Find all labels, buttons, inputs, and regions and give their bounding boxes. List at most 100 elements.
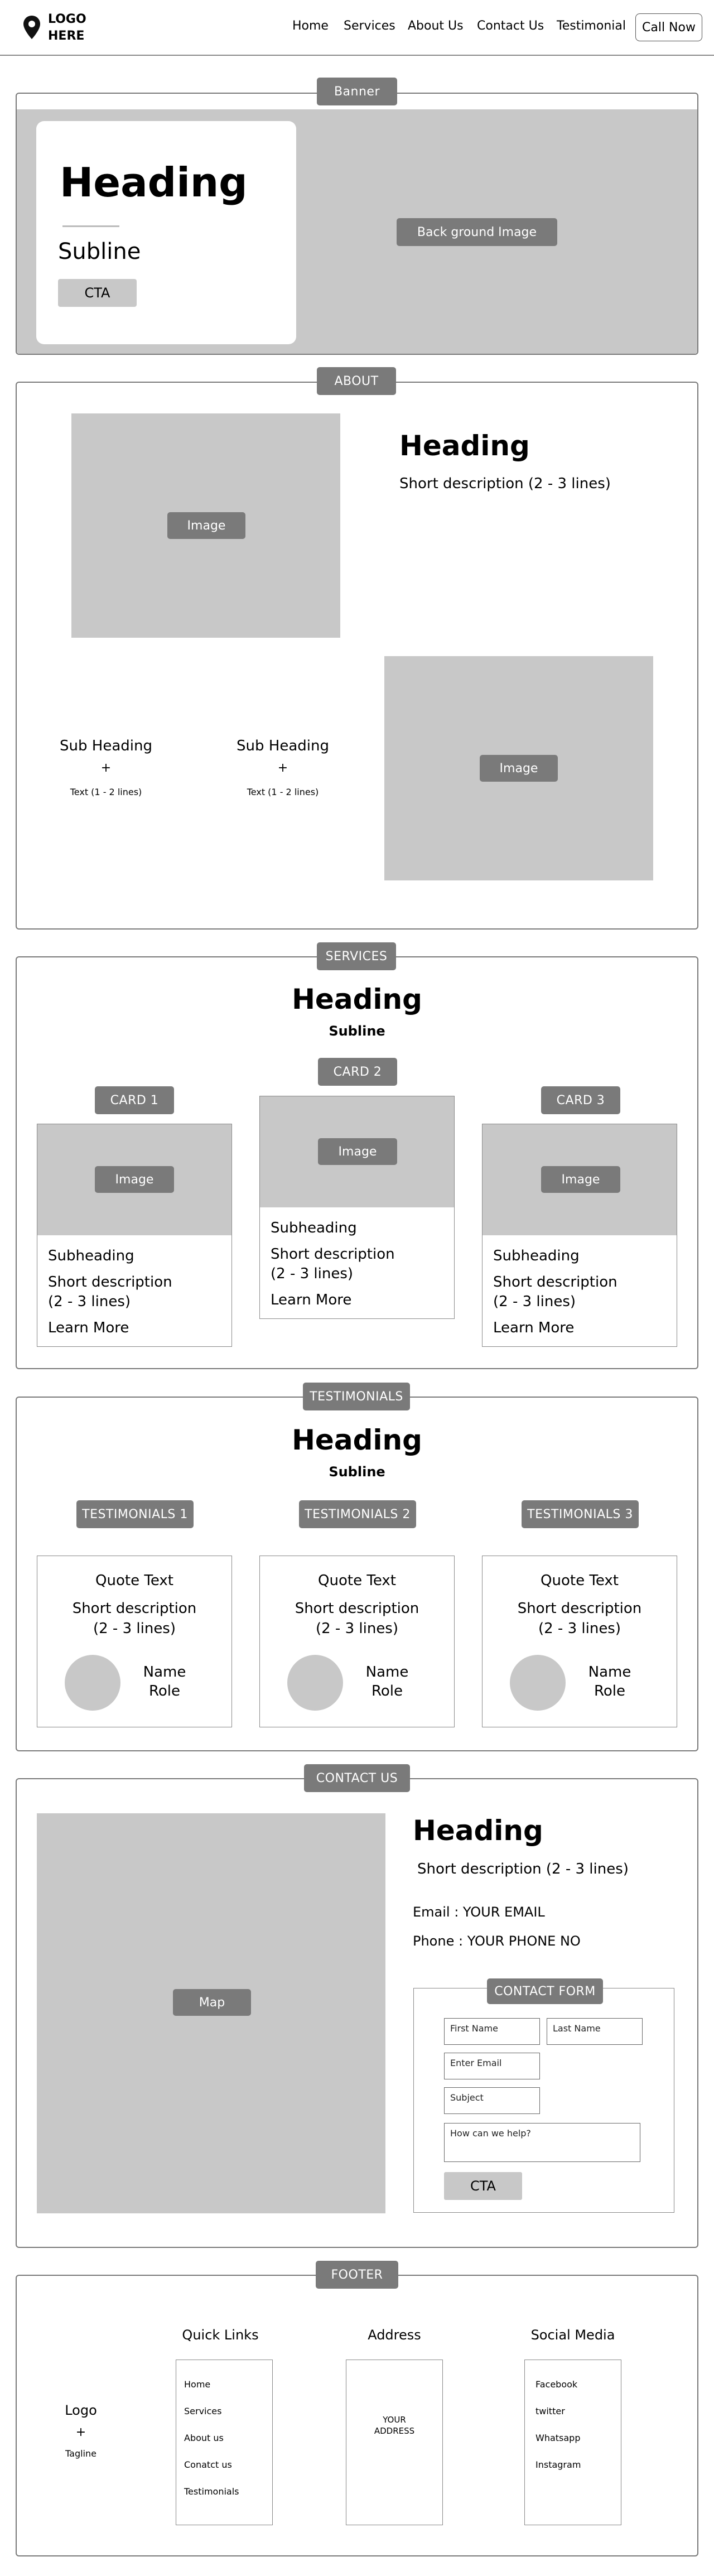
- address-title: Address: [368, 2327, 421, 2343]
- quick-links-list: [176, 2360, 273, 2525]
- service-card-3-desc-1: Short description: [493, 1274, 617, 1291]
- testimonials-subline: Subline: [329, 1464, 385, 1480]
- nav-contact-us[interactable]: Contact Us: [477, 19, 544, 33]
- testimonial-3-desc-1: Short description: [517, 1600, 642, 1617]
- contact-form-cta-button[interactable]: CTA: [444, 2172, 522, 2200]
- service-card-3-subheading: Subheading: [493, 1248, 580, 1264]
- testimonial-1-desc-2: (2 - 3 lines): [93, 1620, 176, 1637]
- testimonial-1-name: Name: [143, 1664, 186, 1681]
- contact-phone: Phone : YOUR PHONE NO: [413, 1933, 581, 1949]
- site-header: LOGO HERE Home Services About Us Contact…: [0, 0, 714, 56]
- contact-form-label: CONTACT FORM: [487, 1978, 603, 2004]
- banner-content-panel: [36, 121, 296, 344]
- footer-link-services[interactable]: Services: [184, 2406, 222, 2416]
- map-label: Map: [173, 1989, 251, 2016]
- social-link-instagram[interactable]: Instagram: [536, 2459, 581, 2470]
- footer-link-about-us[interactable]: About us: [184, 2433, 224, 2443]
- social-media-list: [524, 2360, 621, 2525]
- about-description: Short description (2 - 3 lines): [399, 475, 611, 492]
- first-name-input[interactable]: First Name: [444, 2018, 540, 2045]
- about-section-label: ABOUT: [317, 367, 396, 395]
- testimonial-3-tag: TESTIMONIALS 3: [522, 1500, 639, 1528]
- service-card-3-tag: CARD 3: [541, 1086, 620, 1114]
- footer-section-label: FOOTER: [316, 2261, 398, 2289]
- banner-cta-button[interactable]: CTA: [58, 279, 137, 307]
- call-now-button[interactable]: Call Now: [635, 13, 702, 41]
- service-card-3-image-label: Image: [541, 1166, 620, 1193]
- address-box: [346, 2360, 443, 2525]
- testimonial-2-quote: Quote Text: [318, 1572, 396, 1589]
- banner-heading: Heading: [60, 159, 248, 206]
- footer-link-home[interactable]: Home: [184, 2379, 211, 2390]
- footer-logo[interactable]: Logo: [65, 2402, 97, 2418]
- service-card-1-desc-1: Short description: [48, 1274, 172, 1291]
- about-sub-plus-2: +: [277, 761, 288, 775]
- nav-services[interactable]: Services: [344, 19, 395, 33]
- email-input[interactable]: Enter Email: [444, 2053, 540, 2079]
- banner-section-label: Banner: [317, 78, 397, 105]
- testimonials-section-label: TESTIMONIALS: [303, 1383, 410, 1410]
- service-card-2-desc-2: (2 - 3 lines): [271, 1265, 354, 1282]
- nav-about-us[interactable]: About Us: [408, 19, 464, 33]
- service-card-2-tag: CARD 2: [318, 1058, 397, 1086]
- nav-testimonial[interactable]: Testimonial: [557, 19, 626, 33]
- about-sub-text-1: Text (1 - 2 lines): [70, 787, 142, 797]
- footer-plus: +: [75, 2425, 86, 2439]
- address-line-2: ADDRESS: [374, 2426, 415, 2436]
- social-link-facebook[interactable]: Facebook: [536, 2379, 578, 2390]
- subject-input[interactable]: Subject: [444, 2087, 540, 2114]
- contact-heading: Heading: [413, 1814, 543, 1847]
- contact-description: Short description (2 - 3 lines): [417, 1861, 629, 1877]
- about-sub-plus-1: +: [100, 761, 112, 775]
- service-card-2-learn-more[interactable]: Learn More: [271, 1292, 352, 1308]
- testimonial-3-avatar: [510, 1655, 566, 1711]
- banner-divider: [62, 225, 119, 227]
- nav-home[interactable]: Home: [292, 19, 329, 33]
- about-sub-heading-2: Sub Heading: [237, 738, 329, 754]
- contact-section-label: CONTACT US: [304, 1764, 410, 1792]
- services-subline: Subline: [329, 1023, 385, 1039]
- service-card-2-subheading: Subheading: [271, 1220, 357, 1236]
- about-sub-heading-1: Sub Heading: [60, 738, 152, 754]
- testimonial-1-desc-1: Short description: [72, 1600, 197, 1617]
- social-link-whatsapp[interactable]: Whatsapp: [536, 2433, 581, 2443]
- service-card-2-image-label: Image: [318, 1138, 397, 1165]
- testimonials-heading: Heading: [292, 1424, 422, 1456]
- about-sub-text-2: Text (1 - 2 lines): [247, 787, 319, 797]
- service-card-3-learn-more[interactable]: Learn More: [493, 1320, 575, 1336]
- service-card-1-learn-more[interactable]: Learn More: [48, 1320, 129, 1336]
- testimonial-2-avatar: [287, 1655, 343, 1711]
- footer-tagline: Tagline: [65, 2448, 97, 2459]
- testimonial-3-role: Role: [594, 1683, 626, 1699]
- service-card-1-subheading: Subheading: [48, 1248, 134, 1264]
- testimonial-2-name: Name: [365, 1664, 409, 1681]
- social-link-twitter[interactable]: twitter: [536, 2406, 565, 2416]
- testimonial-2-desc-1: Short description: [295, 1600, 419, 1617]
- testimonial-1-avatar: [65, 1655, 120, 1711]
- quick-links-title: Quick Links: [182, 2327, 259, 2343]
- footer-link-contact-us[interactable]: Conatct us: [184, 2459, 232, 2470]
- testimonial-2-desc-2: (2 - 3 lines): [315, 1620, 398, 1637]
- testimonial-1-tag: TESTIMONIALS 1: [76, 1500, 194, 1528]
- logo-line-1: LOGO: [48, 12, 86, 26]
- logo[interactable]: LOGO HERE: [48, 11, 86, 45]
- services-section-label: SERVICES: [317, 942, 396, 970]
- about-heading: Heading: [399, 430, 530, 462]
- testimonial-2-tag: TESTIMONIALS 2: [299, 1500, 416, 1528]
- testimonial-2-role: Role: [371, 1683, 403, 1699]
- about-image-2-label: Image: [480, 755, 558, 782]
- service-card-3-desc-2: (2 - 3 lines): [493, 1293, 576, 1310]
- last-name-input[interactable]: Last Name: [547, 2018, 643, 2045]
- message-textarea[interactable]: How can we help?: [444, 2123, 640, 2162]
- testimonial-3-name: Name: [588, 1664, 631, 1681]
- testimonial-1-role: Role: [148, 1683, 181, 1699]
- contact-email: Email : YOUR EMAIL: [413, 1904, 545, 1920]
- footer-link-testimonials[interactable]: Testimonials: [184, 2486, 239, 2497]
- service-card-1-image-label: Image: [95, 1166, 174, 1193]
- service-card-2-desc-1: Short description: [271, 1246, 395, 1263]
- logo-line-2: HERE: [48, 29, 85, 43]
- service-card-1-desc-2: (2 - 3 lines): [48, 1293, 131, 1310]
- banner-bg-image-label: Back ground Image: [397, 218, 557, 246]
- testimonial-card-3: [482, 1556, 677, 1727]
